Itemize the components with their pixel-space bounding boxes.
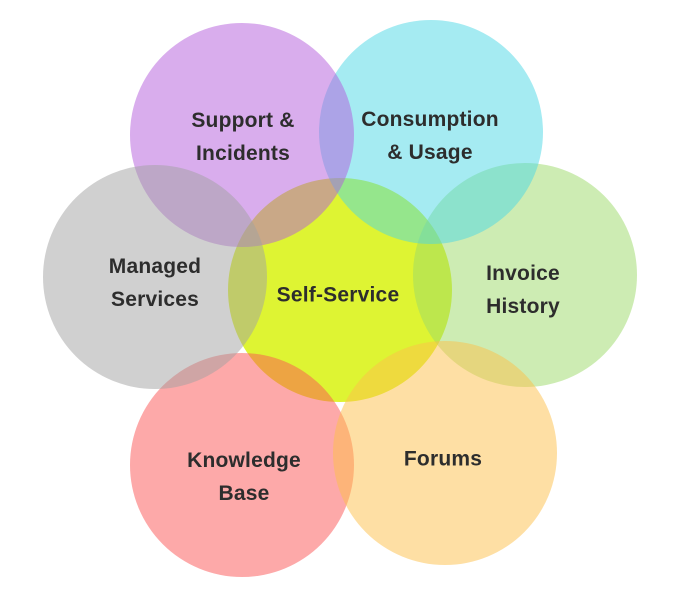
label-line: Self-Service <box>276 283 400 307</box>
label-line: Support & <box>191 109 295 132</box>
circle-forums <box>333 341 557 565</box>
label-line: Invoice <box>486 262 560 285</box>
label-self-service: Self-Service <box>277 279 400 312</box>
label-line: Forums <box>403 447 483 471</box>
label-line: Consumption <box>361 108 499 131</box>
circle-consumption-usage <box>319 20 543 244</box>
label-line: Base <box>218 482 270 505</box>
label-forums: Forums <box>404 443 482 476</box>
label-line: Knowledge <box>187 449 301 472</box>
circle-knowledge-base <box>130 353 354 577</box>
label-line: History <box>486 295 560 318</box>
label-line: Services <box>110 288 200 311</box>
label-consumption-usage: Consumption & Usage <box>361 103 499 169</box>
circle-managed-services <box>43 165 267 389</box>
label-support-incidents: Support & Incidents <box>191 104 294 170</box>
label-line: Incidents <box>196 142 290 165</box>
label-line: & Usage <box>387 141 473 164</box>
label-line: Managed <box>108 255 202 278</box>
